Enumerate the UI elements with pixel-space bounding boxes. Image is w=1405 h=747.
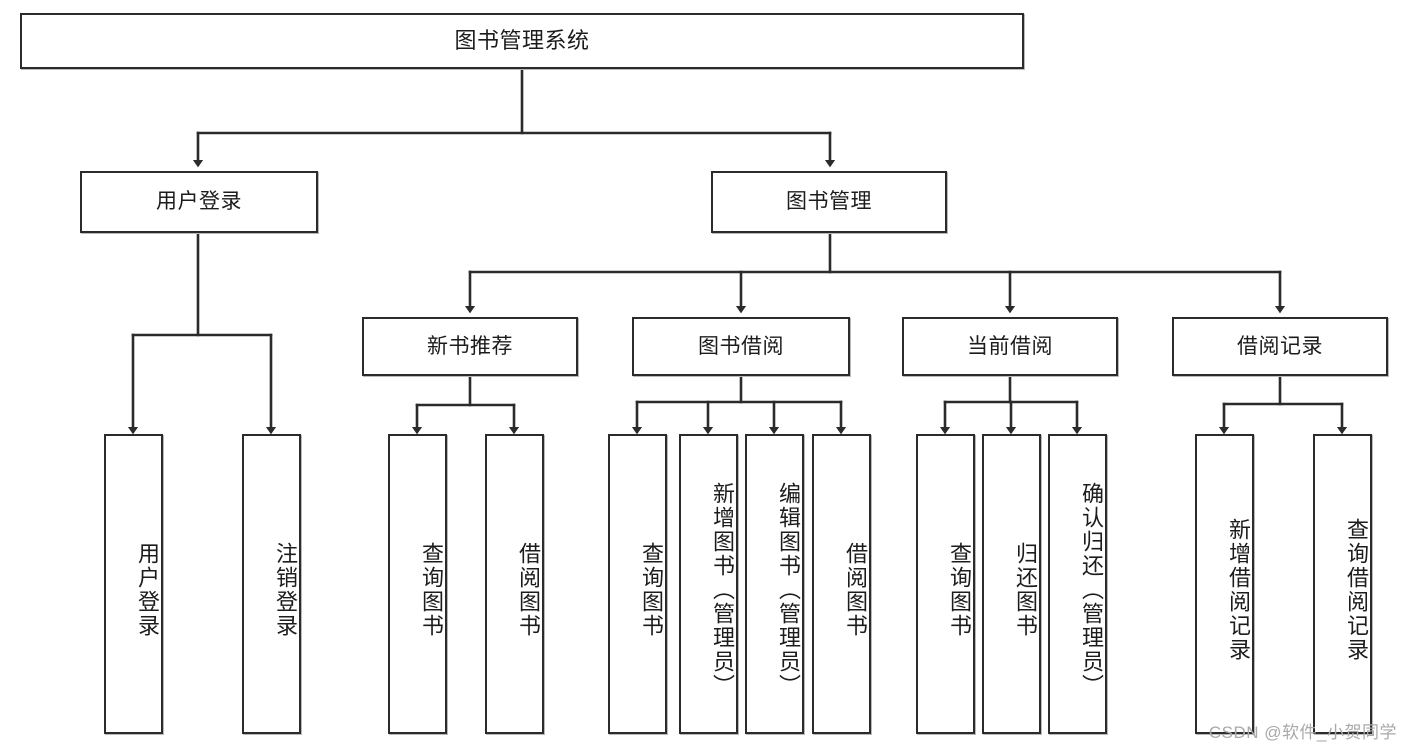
leaf-borrowrecord-add-record[interactable]: 新增借阅记录 (1195, 434, 1254, 734)
leaf-bookborrow-edit-book-label: 编辑图书（管理员） (776, 482, 801, 698)
leaf-logout-label: 注销登录 (273, 542, 298, 638)
leaf-bookborrow-query-book[interactable]: 查询图书 (608, 434, 667, 734)
csdn-watermark: CSDN @软件_小贺同学 (1208, 723, 1397, 742)
node-borrow-record-label: 借阅记录 (1237, 334, 1323, 358)
leaf-newbook-borrow-book[interactable]: 借阅图书 (485, 434, 544, 734)
node-borrow-record[interactable]: 借阅记录 (1172, 317, 1388, 376)
leaf-bookborrow-borrow-book-label: 借阅图书 (843, 542, 868, 638)
node-current-borrow-label: 当前借阅 (967, 334, 1053, 358)
leaf-bookborrow-add-book[interactable]: 新增图书（管理员） (679, 434, 738, 734)
leaf-user-login-label: 用户登录 (135, 542, 160, 638)
leaf-currentborrow-return-book-label: 归还图书 (1013, 542, 1038, 638)
node-root-book-management-system[interactable]: 图书管理系统 (20, 13, 1024, 69)
leaf-logout[interactable]: 注销登录 (242, 434, 301, 734)
leaf-bookborrow-query-book-label: 查询图书 (639, 542, 664, 638)
node-user-login-label: 用户登录 (156, 190, 242, 214)
leaf-user-login[interactable]: 用户登录 (104, 434, 163, 734)
leaf-currentborrow-return-book[interactable]: 归还图书 (982, 434, 1041, 734)
leaf-newbook-query-book-label: 查询图书 (419, 542, 444, 638)
node-book-management[interactable]: 图书管理 (711, 171, 947, 233)
leaf-bookborrow-add-book-label: 新增图书（管理员） (710, 482, 735, 698)
leaf-currentborrow-query-book-label: 查询图书 (947, 542, 972, 638)
leaf-newbook-borrow-book-label: 借阅图书 (516, 542, 541, 638)
leaf-currentborrow-confirm-return[interactable]: 确认归还（管理员） (1048, 434, 1107, 734)
leaf-newbook-query-book[interactable]: 查询图书 (388, 434, 447, 734)
node-user-login[interactable]: 用户登录 (80, 171, 318, 233)
node-new-book-recommend-label: 新书推荐 (427, 334, 513, 358)
leaf-currentborrow-query-book[interactable]: 查询图书 (916, 434, 975, 734)
leaf-borrowrecord-query-record[interactable]: 查询借阅记录 (1313, 434, 1372, 734)
node-book-management-label: 图书管理 (786, 190, 872, 214)
leaf-borrowrecord-query-record-label: 查询借阅记录 (1344, 518, 1369, 662)
node-current-borrow[interactable]: 当前借阅 (902, 317, 1118, 376)
leaf-bookborrow-borrow-book[interactable]: 借阅图书 (812, 434, 871, 734)
leaf-currentborrow-confirm-return-label: 确认归还（管理员） (1079, 482, 1104, 698)
node-book-borrow-label: 图书借阅 (698, 334, 784, 358)
leaf-bookborrow-edit-book[interactable]: 编辑图书（管理员） (745, 434, 804, 734)
node-book-borrow[interactable]: 图书借阅 (632, 317, 850, 376)
node-new-book-recommend[interactable]: 新书推荐 (362, 317, 578, 376)
leaf-borrowrecord-add-record-label: 新增借阅记录 (1226, 518, 1251, 662)
node-root-label: 图书管理系统 (454, 27, 590, 53)
